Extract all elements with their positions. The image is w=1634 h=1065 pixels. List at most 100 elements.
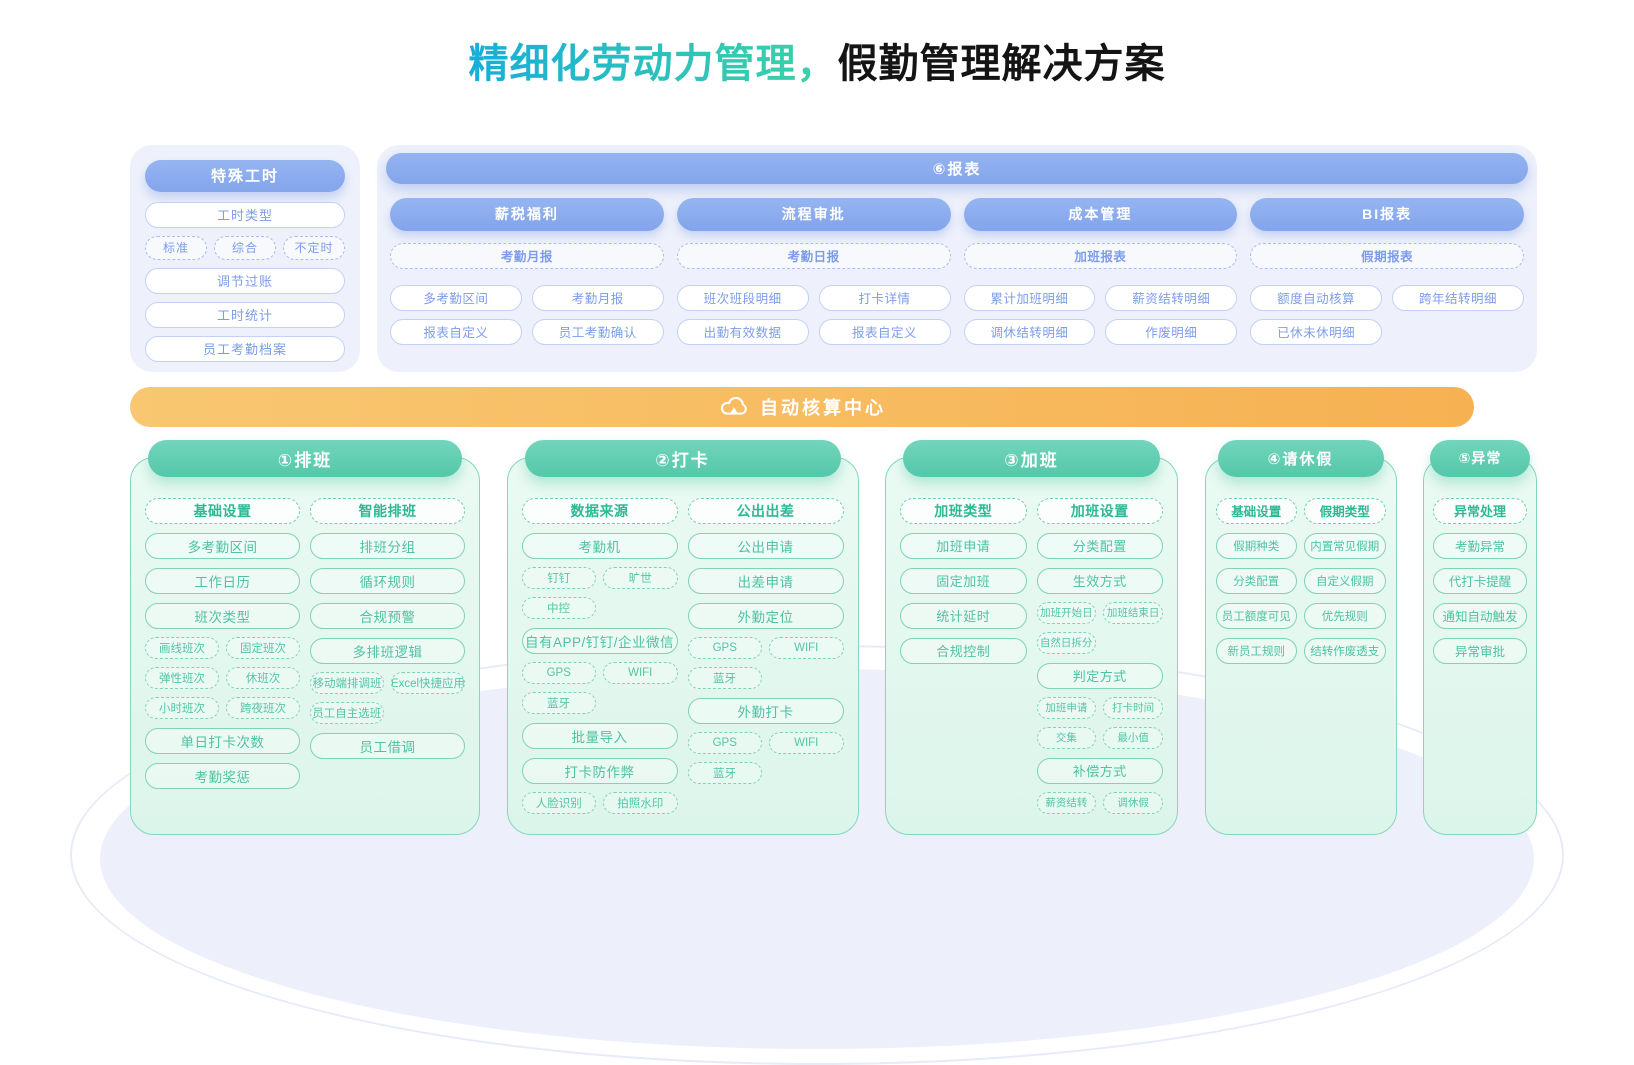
item-pill: 报表自定义	[818, 318, 951, 345]
panel-body: 异常处理考勤异常代打卡提醒通知自动触发异常审批	[1423, 456, 1537, 835]
item-pill: 员工考勤档案	[145, 335, 345, 362]
tag-pill: 综合	[214, 235, 276, 260]
item-pill: 出差申请	[687, 567, 844, 594]
report-sub-pill: 加班报表	[963, 242, 1238, 269]
report-column: 成本管理加班报表累计加班明细薪资结转明细调休结转明细作废明细	[963, 197, 1238, 345]
item-pill: 统计延时	[900, 602, 1027, 629]
tag-pill: 小时班次	[145, 696, 219, 719]
tag-pill: 固定班次	[226, 636, 300, 659]
dashed-tag-row: 钉钉旷世	[521, 566, 678, 589]
tag-pill: WIFI	[769, 636, 844, 659]
tag-pill: GPS	[687, 731, 762, 754]
group-header-pill: 基础设置	[1215, 497, 1297, 524]
tag-pill: 钉钉	[521, 566, 596, 589]
report-items: 多考勤区间考勤月报报表自定义员工考勤确认	[390, 284, 664, 345]
tag-pill: 弹性班次	[145, 666, 219, 689]
tag-pill: 加班申请	[1036, 696, 1097, 719]
report-column-header: 流程审批	[676, 197, 951, 231]
item-pill: 考勤奖惩	[145, 762, 300, 789]
item-pill: 外勤打卡	[687, 697, 844, 724]
group-header-pill: 加班设置	[1036, 497, 1163, 524]
tag-pill: 画线班次	[145, 636, 219, 659]
panel-column: 异常处理考勤异常代打卡提醒通知自动触发异常审批	[1433, 497, 1527, 826]
item-pill: 报表自定义	[390, 318, 522, 345]
tag-pill: 旷世	[603, 566, 678, 589]
item-pill: 自定义假期	[1304, 567, 1386, 594]
report-sub-pill: 考勤月报	[390, 242, 664, 269]
item-pill: 加班申请	[900, 532, 1027, 559]
item-pill: 打卡详情	[818, 284, 951, 311]
item-pill: 调节过账	[145, 267, 345, 294]
item-pill: 跨年结转明细	[1392, 284, 1524, 311]
report-sub-pill: 考勤日报	[676, 242, 951, 269]
report-column-header: 成本管理	[963, 197, 1238, 231]
tag-pill: 跨夜班次	[226, 696, 300, 719]
tag-pill: 不定时	[283, 235, 345, 260]
group-header-pill: 基础设置	[145, 497, 300, 524]
item-pill: 单日打卡次数	[145, 727, 300, 754]
auto-calc-bar: 自动核算中心	[130, 386, 1474, 427]
panel-5: ⑤异常异常处理考勤异常代打卡提醒通知自动触发异常审批	[1423, 439, 1537, 835]
tag-pill: 最小值	[1103, 726, 1163, 749]
tag-pill: 薪资结转	[1036, 791, 1097, 814]
panel-column: 加班类型加班申请固定加班统计延时合规控制	[900, 497, 1027, 826]
group-header-pill: 智能排班	[310, 497, 465, 524]
dashed-tag-row: GPS WIFI	[687, 636, 844, 659]
dashed-tag-row: GPS WIFI	[687, 731, 844, 754]
report-items: 额度自动核算跨年结转明细已休未休明细	[1250, 284, 1524, 345]
tag-pill: WIFI	[769, 731, 844, 754]
special-hours-rows: 工时类型标准综合不定时调节过账工时统计员工考勤档案	[145, 201, 345, 362]
page-title-rest: 假勤管理解决方案	[837, 41, 1166, 86]
item-pill: 额度自动核算	[1250, 284, 1383, 311]
item-pill: 已休未休明细	[1250, 318, 1383, 345]
panel-header: ⑤异常	[1430, 439, 1530, 477]
dashed-tag-row: 自然日拆分	[1036, 631, 1164, 654]
reports-card: ⑥报表 薪税福利考勤月报多考勤区间考勤月报报表自定义员工考勤确认流程审批考勤日报…	[377, 144, 1537, 372]
dashed-tag-row: 蓝牙	[687, 666, 844, 689]
item-pill: 分类配置	[1036, 532, 1163, 559]
tag-pill: Excel快捷应用	[391, 671, 465, 694]
tag-pill: 人脸识别	[521, 791, 596, 814]
item-pill: 判定方式	[1036, 662, 1163, 689]
group-header-pill: 异常处理	[1433, 497, 1527, 524]
special-hours-card: 特殊工时 工时类型标准综合不定时调节过账工时统计员工考勤档案	[130, 144, 360, 372]
item-pill: 多排班逻辑	[310, 637, 465, 664]
item-pill: 外勤定位	[687, 602, 844, 629]
dashed-tag-row: 小时班次跨夜班次	[145, 696, 300, 719]
item-pill: 工时统计	[145, 301, 345, 328]
tag-pill: 中控	[521, 596, 596, 619]
group-header-pill: 公出出差	[687, 497, 844, 524]
panel-1: ①排班基础设置多考勤区间工作日历班次类型画线班次固定班次弹性班次休班次小时班次跨…	[130, 439, 480, 835]
item-pill: 多考勤区间	[145, 532, 300, 559]
panel-body: 基础设置多考勤区间工作日历班次类型画线班次固定班次弹性班次休班次小时班次跨夜班次…	[130, 456, 480, 835]
special-hours-header: 特殊工时	[145, 159, 345, 192]
report-column-header: BI报表	[1250, 197, 1524, 231]
dashed-tag-row: 薪资结转调休假	[1036, 791, 1163, 814]
tag-pill: 调休假	[1103, 791, 1163, 814]
panel-body: 加班类型加班申请固定加班统计延时合规控制加班设置分类配置生效方式加班开始日加班结…	[885, 456, 1178, 835]
item-pill: 作废明细	[1105, 318, 1238, 345]
item-pill: 合规预警	[310, 602, 465, 629]
item-pill: 工作日历	[145, 567, 300, 594]
item-pill: 补偿方式	[1036, 757, 1163, 784]
item-pill: 员工额度可见	[1215, 602, 1297, 629]
dashed-tag-row: 蓝牙	[687, 761, 844, 784]
item-pill: 考勤月报	[531, 284, 664, 311]
tag-pill: GPS	[687, 636, 762, 659]
tag-pill: 拍照水印	[603, 791, 678, 814]
item-pill: 考勤机	[521, 532, 678, 559]
item-pill: 批量导入	[521, 722, 678, 749]
item-pill: 生效方式	[1036, 567, 1163, 594]
diagram-content: 特殊工时 工时类型标准综合不定时调节过账工时统计员工考勤档案 ⑥报表 薪税福利考…	[130, 144, 1537, 835]
tag-pill: GPS	[521, 661, 596, 684]
dashed-tag-row: 交集最小值	[1036, 726, 1163, 749]
report-sub-pill: 假期报表	[1250, 242, 1524, 269]
tag-pill: 蓝牙	[687, 761, 762, 784]
panels-row: ①排班基础设置多考勤区间工作日历班次类型画线班次固定班次弹性班次休班次小时班次跨…	[130, 439, 1537, 835]
item-pill: 工时类型	[145, 201, 345, 228]
report-items: 班次班段明细打卡详情出勤有效数据报表自定义	[676, 284, 951, 345]
item-pill: 假期种类	[1215, 532, 1297, 559]
group-header-pill: 数据来源	[521, 497, 678, 524]
